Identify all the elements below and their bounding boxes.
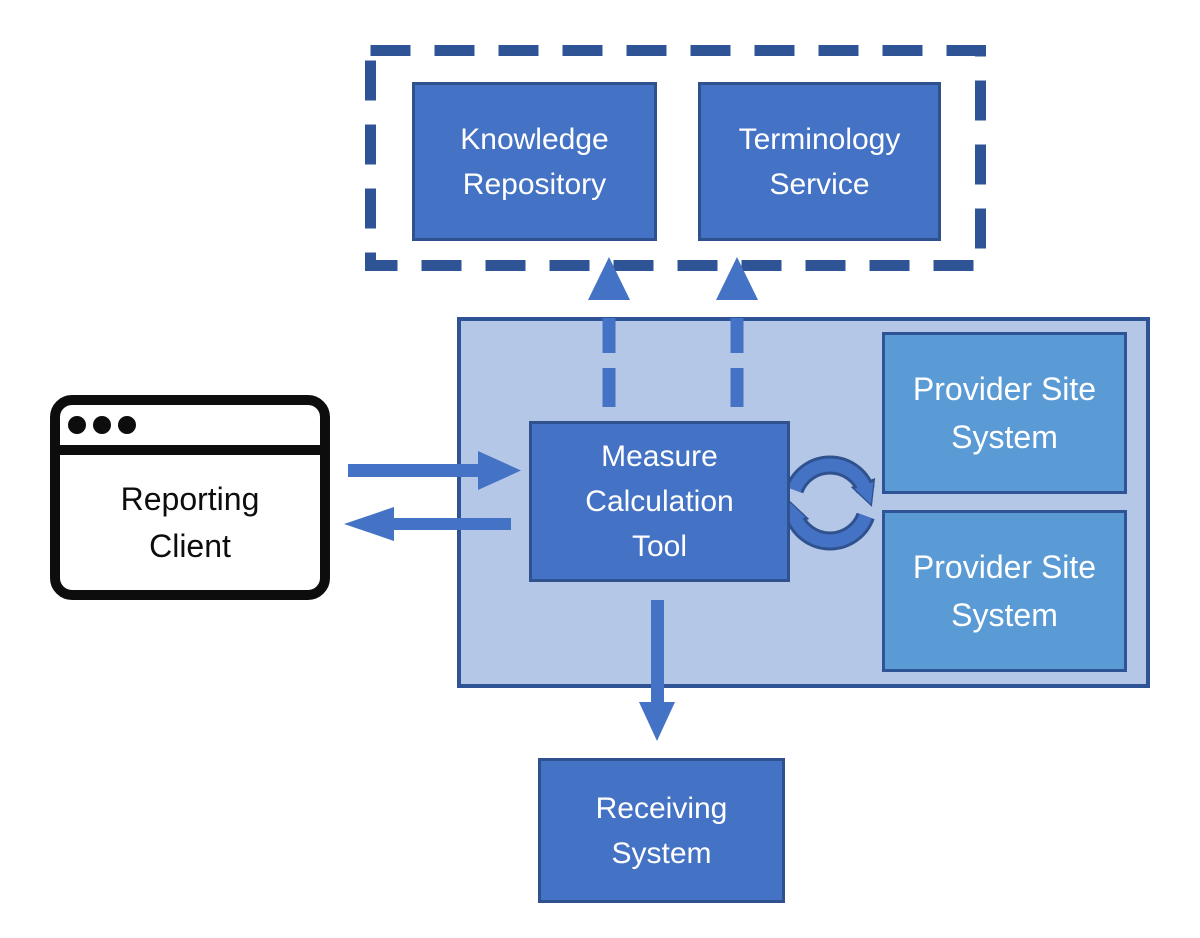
browser-window-icon: Reporting Client [50,395,330,600]
terminology-service-label: Terminology Service [738,122,901,201]
reporting-client-label: Reporting Client [120,481,260,564]
node-receiving-system: Receiving System [538,758,785,903]
browser-dot-icon [118,416,136,434]
measure-calculation-tool-label: Measure Calculation Tool [585,440,734,563]
node-knowledge-repository: Knowledge Repository [412,82,657,241]
browser-dot-icon [68,416,86,434]
provider-site-system-1-label: Provider Site System [912,371,1097,455]
node-measure-calculation-tool: Measure Calculation Tool [529,421,790,582]
node-reporting-client: Reporting Client [60,455,320,590]
provider-site-system-2-label: Provider Site System [912,549,1097,633]
receiving-system-label: Receiving System [595,791,728,870]
node-provider-site-system-2: Provider Site System [882,510,1127,672]
browser-dot-icon [93,416,111,434]
node-provider-site-system-1: Provider Site System [882,332,1127,494]
browser-titlebar [60,405,320,455]
knowledge-repository-label: Knowledge Repository [460,122,609,201]
node-terminology-service: Terminology Service [698,82,941,241]
